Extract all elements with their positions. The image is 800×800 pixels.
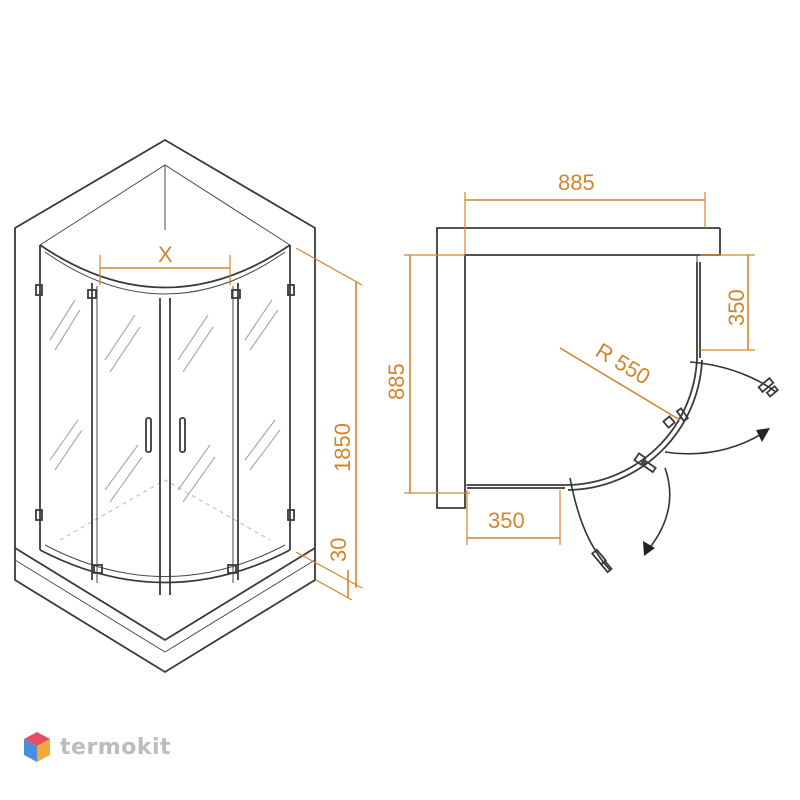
brand-name: termokit xyxy=(60,734,172,760)
bottom-rail-inner xyxy=(44,544,286,577)
door-swing-bottom xyxy=(569,477,611,571)
handle-icon xyxy=(765,384,780,398)
height-label: 1850 xyxy=(330,423,355,472)
offset-bottom-label: 350 xyxy=(488,508,525,533)
plan-view: 885 885 350 350 R 550 xyxy=(384,170,780,574)
radius-label: R 550 xyxy=(591,338,654,390)
clip-icon xyxy=(641,459,657,474)
arrow-head-icon xyxy=(643,541,655,556)
handle-right-icon xyxy=(179,417,186,453)
h-ext-top xyxy=(295,247,363,286)
bracket-icon xyxy=(35,509,43,521)
cube-logo-icon xyxy=(24,732,50,762)
roller-icon xyxy=(231,289,241,299)
curved-front xyxy=(564,357,698,486)
depth-label: 885 xyxy=(384,363,409,400)
offset-right-label: 350 xyxy=(724,289,749,326)
tray-edge-left xyxy=(14,559,166,653)
door-swing-right xyxy=(689,361,777,393)
roller-icon xyxy=(87,289,97,299)
h-ext-bottom xyxy=(295,551,363,589)
bottom-rail xyxy=(39,549,291,584)
rotate-arrow-bottom xyxy=(647,467,671,551)
roller-icon xyxy=(227,564,237,574)
radius-leader xyxy=(559,347,681,421)
brand-logo: termokit xyxy=(22,730,171,764)
top-rail-inner xyxy=(44,251,286,295)
curved-front-outer xyxy=(567,359,703,491)
roller-icon xyxy=(93,564,103,574)
width-label: 885 xyxy=(558,170,595,195)
top-rail xyxy=(39,244,291,289)
rotate-arrow-right xyxy=(664,431,766,455)
tray-floor-dashed xyxy=(59,479,271,541)
arrow-head-icon xyxy=(756,428,770,442)
tray-edge-right xyxy=(164,559,316,653)
roller-icon xyxy=(633,452,647,466)
bracket-icon xyxy=(35,284,43,296)
walls-plan xyxy=(436,227,721,509)
tray-base xyxy=(14,548,316,674)
tray-height-label: 30 xyxy=(326,538,351,562)
handle-icon xyxy=(599,559,613,574)
handle-icon xyxy=(757,376,775,394)
handle-left-icon xyxy=(145,417,152,453)
isometric-view: X 1850 30 xyxy=(14,138,363,674)
roller-icon xyxy=(662,415,676,429)
glass-reflections xyxy=(49,299,281,503)
tray-ext xyxy=(315,579,353,601)
clip-icon xyxy=(675,407,690,423)
bracket-icon xyxy=(287,284,295,296)
bracket-icon xyxy=(287,509,295,521)
opening-label: X xyxy=(158,242,173,267)
